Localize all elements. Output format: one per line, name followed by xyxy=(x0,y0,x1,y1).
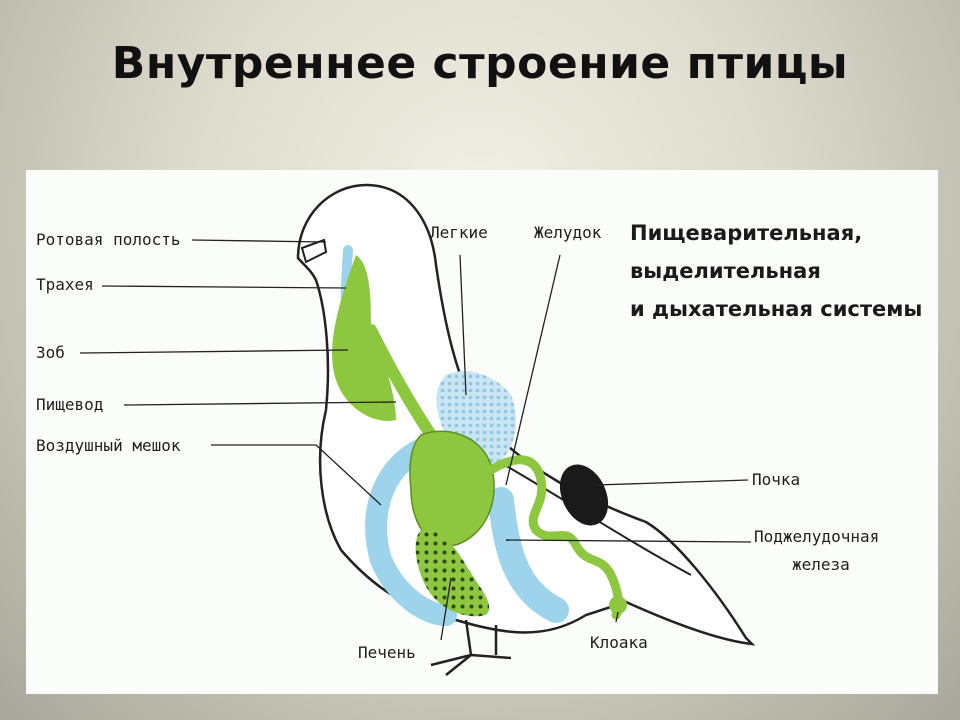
heading-line-2: выделительная xyxy=(630,259,821,283)
label-pancreas-line2: железа xyxy=(792,555,850,574)
stomach xyxy=(409,430,495,547)
label-trachea: Трахея xyxy=(36,275,94,294)
bird-body-outline xyxy=(296,183,756,646)
label-stomach: Желудок xyxy=(534,223,602,242)
beak xyxy=(300,238,328,264)
label-air-sac: Воздушный мешок xyxy=(36,436,181,455)
liver-dots xyxy=(415,529,490,617)
label-pancreas-line1: Поджелудочная xyxy=(754,527,879,546)
label-esophagus: Пищевод xyxy=(36,395,103,414)
leader-lines xyxy=(79,239,752,641)
label-crop: Зоб xyxy=(36,343,65,362)
air-sac xyxy=(365,434,457,626)
label-lungs: Легкие xyxy=(430,223,488,242)
crop xyxy=(332,255,396,421)
diagram-panel: Ротовая полость Трахея Зоб Пищевод Возду… xyxy=(26,170,938,694)
label-kidney: Почка xyxy=(752,470,800,489)
label-oral-cavity: Ротовая полость xyxy=(36,230,181,249)
bird-anatomy-diagram: Ротовая полость Трахея Зоб Пищевод Возду… xyxy=(36,183,922,676)
slide-title: Внутреннее строение птицы xyxy=(111,38,849,89)
cloaca xyxy=(609,596,627,614)
heading-line-3: и дыхательная системы xyxy=(630,297,922,321)
label-cloaca: Клоака xyxy=(590,633,648,652)
intestine xyxy=(486,455,623,620)
kidney xyxy=(559,464,609,526)
legs xyxy=(430,619,512,676)
air-sac-lower xyxy=(488,487,569,623)
esophagus xyxy=(365,324,437,441)
label-liver: Печень xyxy=(358,643,416,662)
heading-line-1: Пищеварительная, xyxy=(630,221,862,245)
